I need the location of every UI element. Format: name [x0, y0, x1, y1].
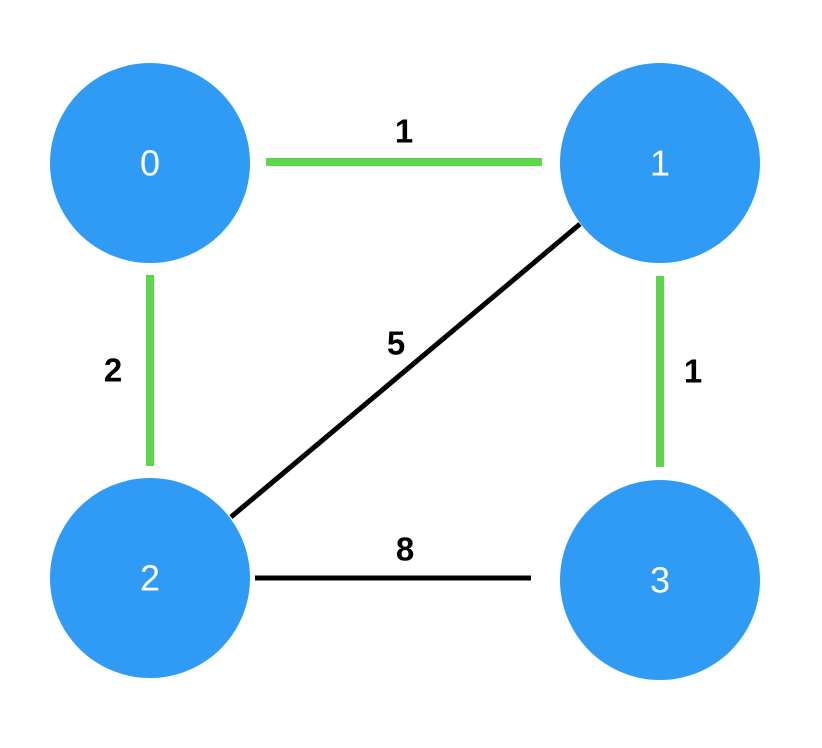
node-labels-layer: 0 1 2 3 [140, 143, 670, 601]
node-2-circle[interactable] [50, 478, 250, 678]
edges-layer [146, 158, 664, 581]
node-0-circle[interactable] [50, 63, 250, 263]
edge-0-2-weight: 2 [104, 352, 122, 389]
node-3-label: 3 [650, 560, 670, 601]
node-1-circle[interactable] [560, 63, 760, 263]
node-3-circle[interactable] [560, 480, 760, 680]
edge-0-1-weight: 1 [395, 113, 413, 150]
edge-1-2-line[interactable] [229, 222, 582, 519]
edge-1-3-weight: 1 [684, 353, 702, 390]
edge-labels-layer: 1 2 1 5 8 [104, 113, 702, 568]
edge-2-3-weight: 8 [396, 531, 414, 568]
nodes-layer [50, 63, 760, 680]
node-1-label: 1 [650, 143, 670, 184]
node-0-label: 0 [140, 143, 160, 184]
edge-1-2-weight: 5 [387, 325, 405, 362]
node-2-label: 2 [140, 558, 160, 599]
